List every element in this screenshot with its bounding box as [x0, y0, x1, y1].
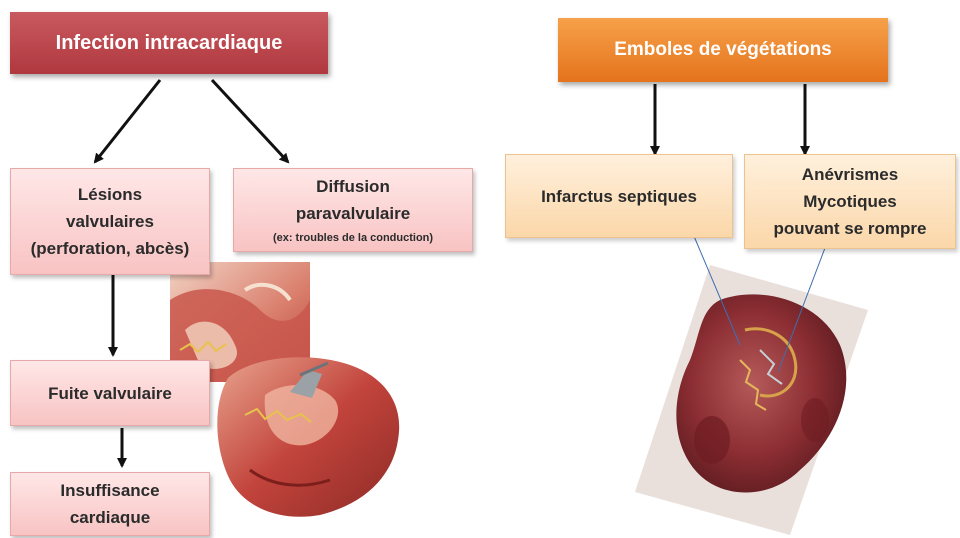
infarctus-septiques-box: Infarctus septiques: [505, 154, 733, 238]
insuffisance-line-1: Insuffisance: [60, 477, 159, 504]
diffusion-note: (ex: troubles de la conduction): [273, 229, 433, 247]
infection-intracardiaque-title: Infection intracardiaque: [10, 12, 328, 74]
anevrismes-mycotiques-box: Anévrismes Mycotiques pouvant se rompre: [744, 154, 956, 249]
emboles-vegetations-label: Emboles de végétations: [614, 39, 832, 61]
anevrismes-line-2: Mycotiques: [803, 188, 897, 215]
arrow-to-lesions: [95, 80, 160, 162]
diffusion-line-1: Diffusion: [316, 173, 390, 200]
diffusion-line-2: paravalvulaire: [296, 200, 410, 227]
insuffisance-cardiaque-box: Insuffisance cardiaque: [10, 472, 210, 536]
lesions-line-1: Lésions: [78, 181, 142, 208]
insuffisance-line-2: cardiaque: [70, 504, 150, 531]
fuite-valvulaire-label: Fuite valvulaire: [48, 380, 172, 407]
heart-dissection-image: [217, 357, 399, 517]
lesions-valvulaires-box: Lésions valvulaires (perforation, abcès): [10, 168, 210, 275]
anevrismes-line-3: pouvant se rompre: [773, 215, 926, 242]
arrow-to-diffusion: [212, 80, 288, 162]
lesions-line-2: valvulaires: [66, 208, 154, 235]
kidney-with-infarcts-image: [635, 265, 868, 535]
emboles-vegetations-title: Emboles de végétations: [558, 18, 888, 82]
diffusion-paravalvulaire-box: Diffusion paravalvulaire (ex: troubles d…: [233, 168, 473, 252]
lesions-line-3: (perforation, abcès): [31, 235, 190, 262]
infarctus-septiques-label: Infarctus septiques: [541, 183, 697, 210]
fuite-valvulaire-box: Fuite valvulaire: [10, 360, 210, 426]
infection-intracardiaque-label: Infection intracardiaque: [56, 32, 283, 55]
anevrismes-line-1: Anévrismes: [802, 161, 898, 188]
